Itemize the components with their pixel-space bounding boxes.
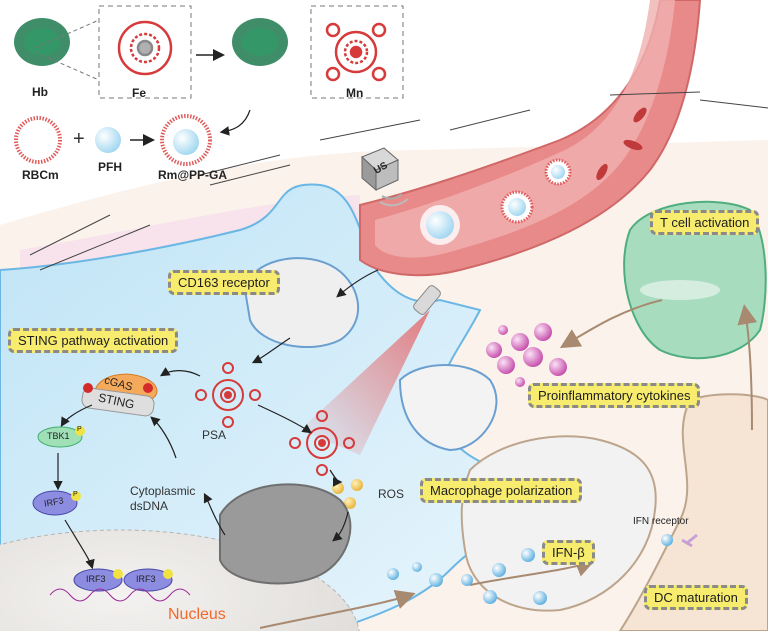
irf3-protein (32, 490, 78, 516)
pfh-label: PFH (98, 160, 122, 174)
rbcm-label: RBCm (22, 168, 59, 182)
red-blood-cell (623, 139, 643, 151)
proinflammatory-cytokines-tag: Proinflammatory cytokines (528, 383, 701, 408)
zoom-lines (34, 19, 100, 81)
tbk1-protein (37, 426, 83, 448)
hemoglobin-protein-modified (232, 18, 288, 66)
rbc-membrane-vesicle (14, 116, 62, 164)
ifn-receptor-icon (681, 533, 698, 548)
tissue-fibers (29, 91, 768, 271)
tbk1-phospho-label: P (77, 426, 82, 433)
ifn-beta-tag: IFN-β (542, 540, 595, 565)
bursting-nanoparticle (420, 205, 460, 245)
cgamp-dot (143, 383, 153, 393)
t-cell (623, 200, 767, 360)
phospho-dot (75, 426, 85, 436)
rm-pp-ga-nanoparticle (160, 114, 212, 166)
t-cell-activation-tag: T cell activation (650, 210, 760, 235)
mitochondrion (219, 483, 352, 585)
ros-particle (344, 497, 356, 509)
laser-fiber (413, 285, 441, 315)
irf3-dimer-right (123, 568, 173, 592)
psa-molecule-activated (289, 410, 355, 476)
ultrasound-probe (361, 147, 409, 207)
ros-label: ROS (378, 487, 405, 501)
phospho-dot (71, 491, 81, 501)
nanoparticle-in-vessel (544, 158, 572, 186)
plus-sign: + (73, 128, 85, 150)
nanoparticle-in-vessel (500, 190, 534, 224)
pfh-droplet (95, 127, 121, 153)
fe-heme-box (98, 5, 192, 99)
cd163-receptor-tag: CD163 receptor (168, 270, 280, 295)
tbk1-label: TBK1 (47, 431, 70, 441)
irf3-dimer-label-right: IRF3 (136, 574, 156, 584)
fe-label: Fe (132, 86, 147, 100)
dc-maturation-tag: DC maturation (644, 585, 748, 610)
irf3-phospho-label: P (73, 491, 78, 498)
psa-molecule (195, 362, 261, 428)
pathway-arrows (53, 109, 379, 570)
red-blood-cell (633, 107, 647, 123)
cytoplasmic-dsdna-label-line1: Cytoplasmic (130, 484, 196, 498)
nuclear-dna (49, 588, 191, 602)
sting-pathway-tag: STING pathway activation (8, 328, 179, 353)
t-cell-highlight (640, 280, 720, 300)
laser-beam (300, 310, 430, 455)
ifn-receptor-label: IFN receptor (633, 516, 689, 527)
irf3-dimer-label-left: IRF3 (86, 574, 106, 584)
macrophage-polarization-tag: Macrophage polarization (420, 478, 583, 503)
hb-label: Hb (32, 85, 48, 99)
mn-porphyrin-box (310, 5, 404, 99)
ros-particle (332, 482, 344, 494)
sting-protein (81, 387, 155, 417)
ros-particle (351, 479, 363, 491)
cytokine-particles (486, 323, 567, 387)
mn-label: Mn (346, 86, 364, 100)
irf3-dimer-left (73, 568, 123, 592)
hemoglobin-protein (14, 18, 70, 66)
dendritic-cell-projection (618, 393, 768, 631)
phospho-dot (163, 569, 173, 579)
cgamp-dot (83, 383, 93, 393)
rm-pp-ga-label: Rm@PP-GA (158, 168, 228, 182)
mn-porphyrin-structure (325, 22, 387, 82)
nucleus-label: Nucleus (168, 606, 226, 623)
phospho-dot (113, 569, 123, 579)
red-blood-cell (596, 163, 608, 181)
psa-label: PSA (202, 428, 227, 442)
ifn-beta-particles (387, 534, 673, 605)
cytoplasmic-dsdna-label-line2: dsDNA (130, 499, 169, 513)
endocytic-vesicle-2 (398, 364, 498, 452)
fe-heme-structure (117, 20, 173, 76)
